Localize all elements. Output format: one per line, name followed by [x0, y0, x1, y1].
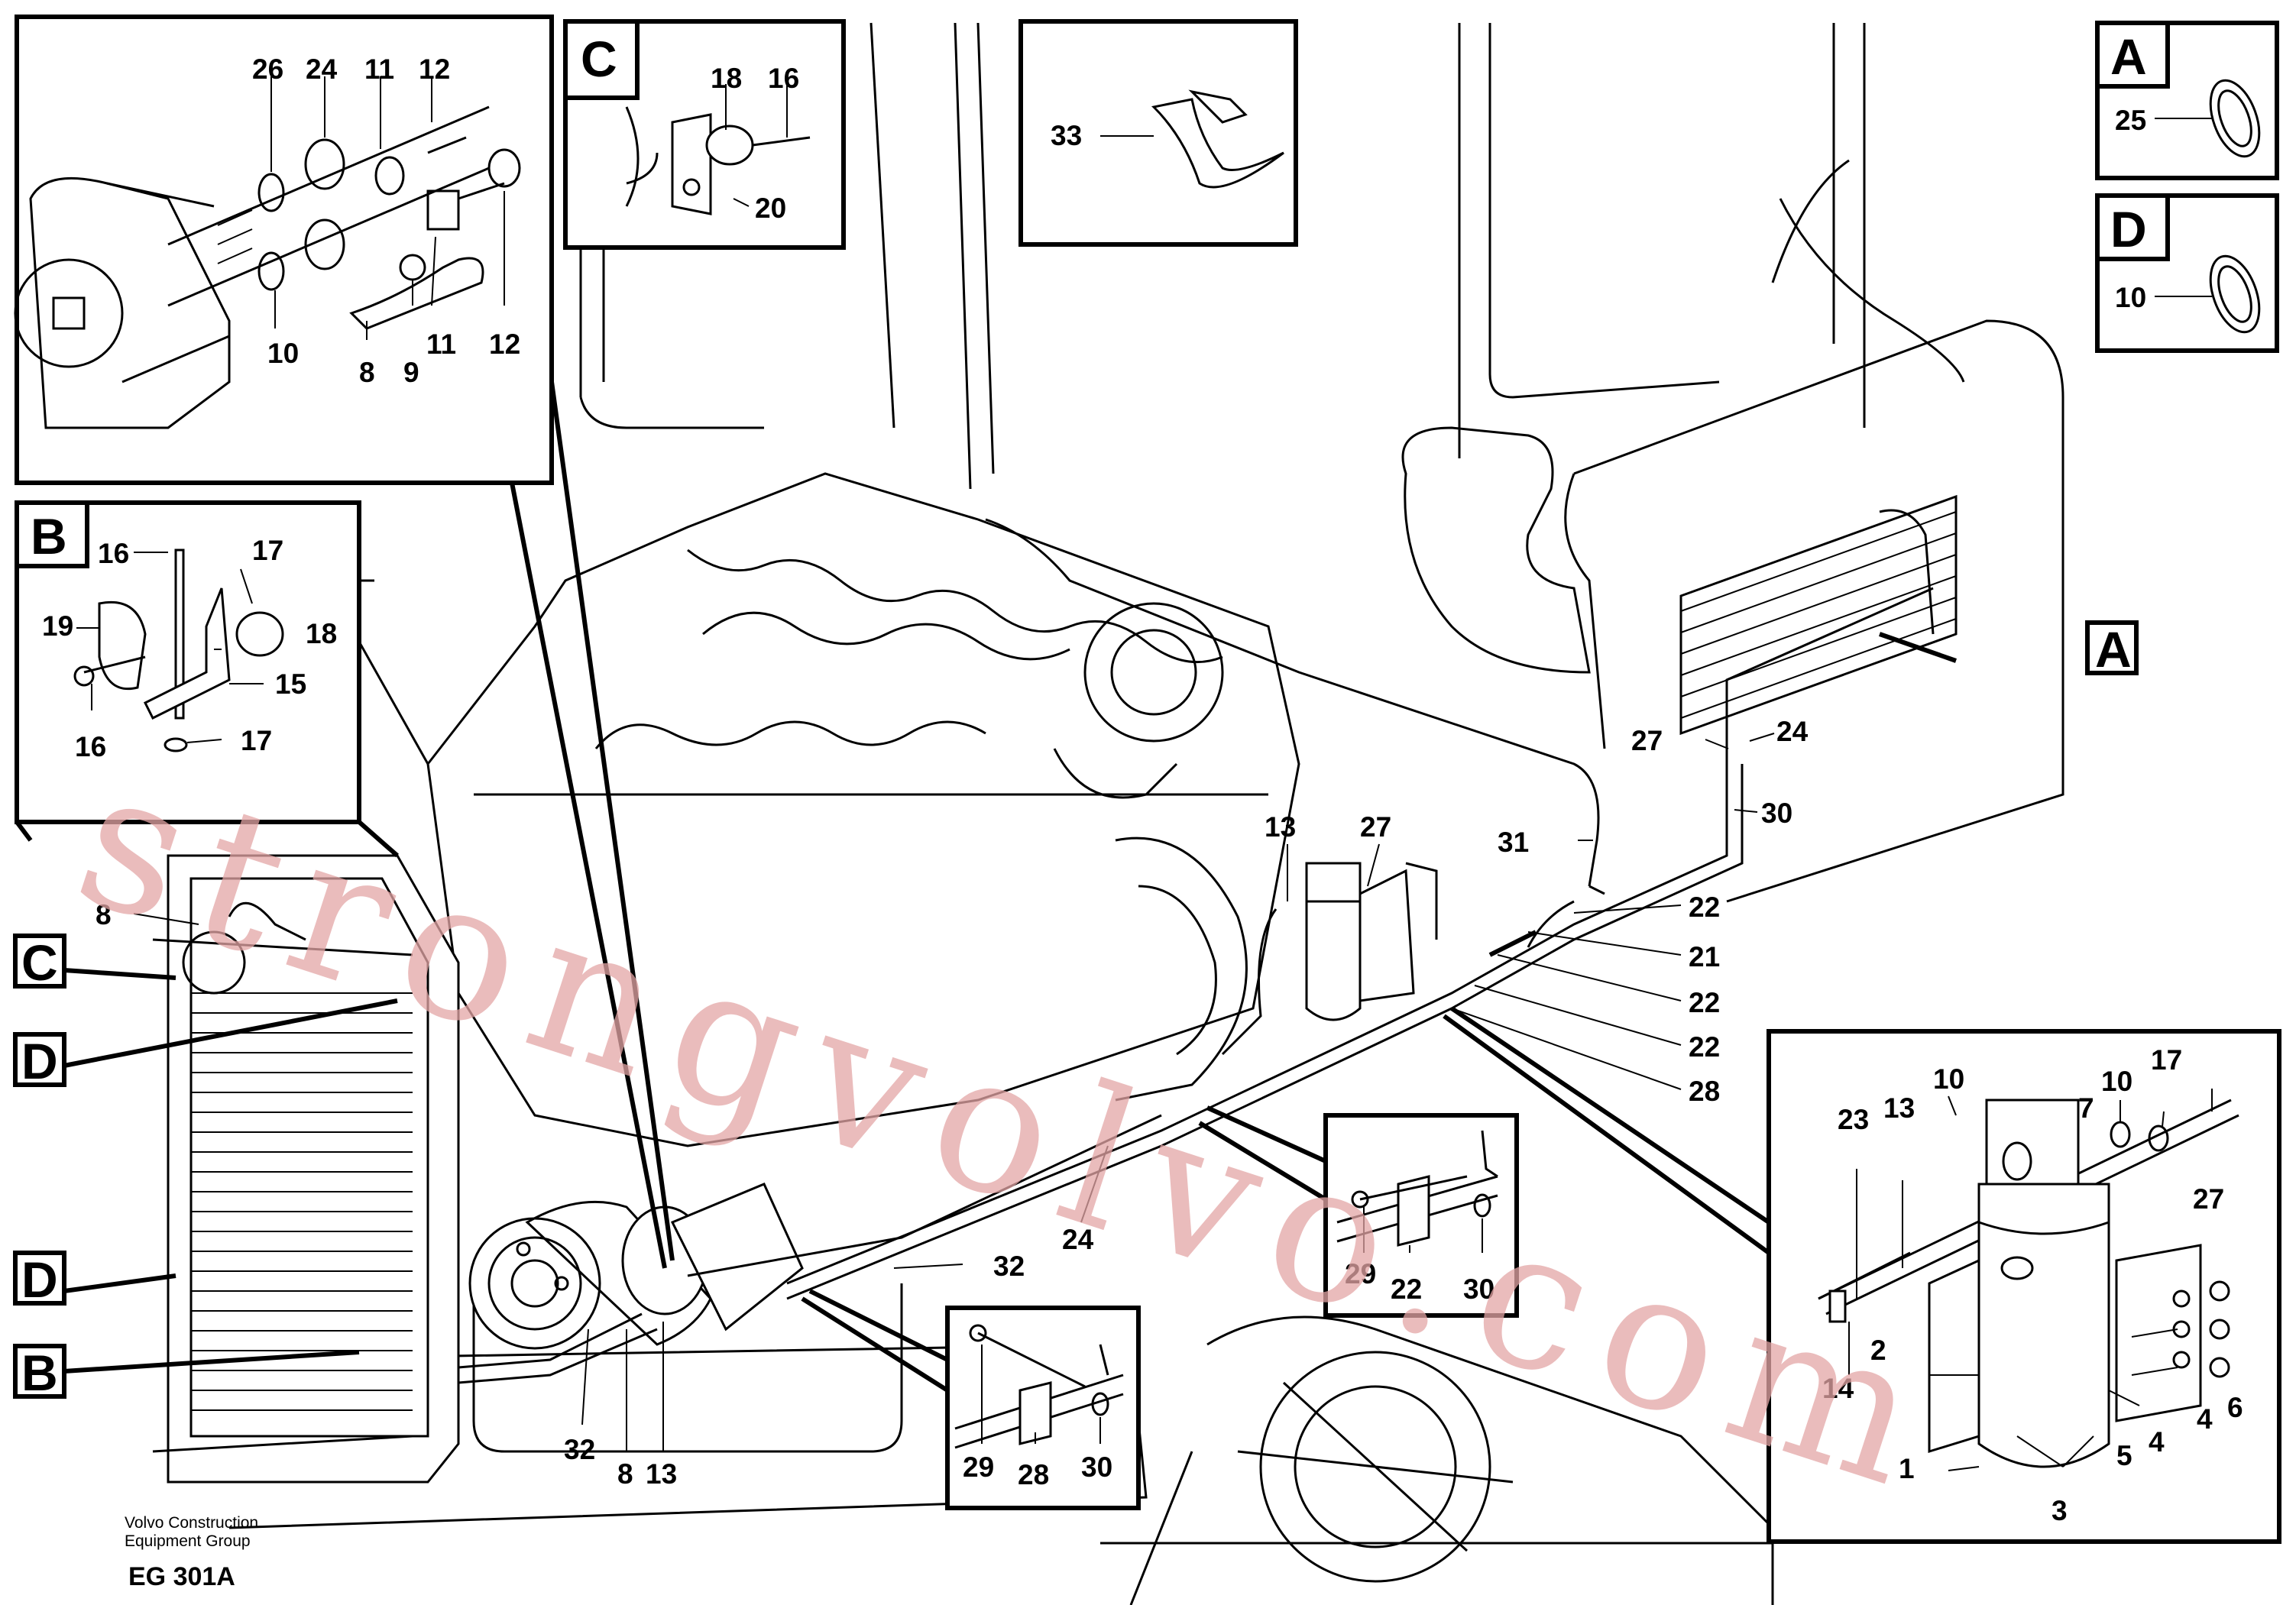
rcv-1: 1: [1899, 1453, 1915, 1484]
c-16: 16: [768, 63, 799, 94]
main-27: 27: [1360, 811, 1391, 843]
rcv-2: 2: [1870, 1335, 1886, 1366]
b-18: 18: [306, 618, 337, 649]
main-13: 13: [1265, 811, 1296, 843]
main-24b: 24: [1062, 1224, 1094, 1255]
receiver-drier: [1305, 862, 1415, 1021]
low-28: 28: [1018, 1459, 1049, 1490]
evaporator: [1679, 494, 1958, 764]
mid-30: 30: [1463, 1273, 1495, 1305]
detail-mid-clamp: [1323, 1113, 1519, 1318]
ref-b: B: [21, 1345, 58, 1401]
b-17: 17: [252, 535, 283, 566]
tl-10: 10: [267, 338, 299, 369]
c-20: 20: [755, 193, 786, 224]
detail-box-b: [15, 500, 361, 824]
ref-d-2: D: [21, 1251, 58, 1308]
main-31: 31: [1498, 827, 1529, 858]
box-b-letter: B: [31, 508, 67, 565]
rcv-14: 14: [1822, 1373, 1854, 1404]
main-32b: 32: [564, 1434, 595, 1465]
box-d-letter: D: [2110, 201, 2147, 257]
rcv-13: 13: [1883, 1092, 1915, 1124]
b-19: 19: [42, 610, 73, 642]
detail-box-a: [2095, 21, 2279, 180]
detail-low-clamp: [945, 1306, 1141, 1510]
main-30: 30: [1761, 798, 1792, 829]
low-30: 30: [1081, 1451, 1112, 1483]
ref-c: C: [21, 934, 58, 991]
condenser-fins: [191, 992, 413, 1411]
footer-company-1: Volvo Construction: [125, 1514, 258, 1532]
b-16b: 16: [75, 731, 106, 762]
low-29: 29: [963, 1451, 994, 1483]
detail-box-clip: [1018, 19, 1298, 247]
rcv-17: 17: [2151, 1044, 2182, 1076]
tl-12: 12: [419, 53, 450, 85]
tl-11: 11: [364, 53, 394, 85]
rcv-23: 23: [1838, 1104, 1869, 1135]
tl-9: 9: [403, 357, 419, 388]
machine-line-art: [29, 22, 2064, 1605]
main-21: 21: [1689, 941, 1720, 972]
callout-arrows: [15, 381, 1957, 1393]
a-25: 25: [2115, 105, 2146, 136]
rcv-4: 4: [2149, 1426, 2165, 1458]
tl-11b: 11: [426, 328, 456, 360]
rcv-5: 5: [2116, 1440, 2132, 1471]
evaporator-fin: [1680, 532, 1957, 633]
rcv-27: 27: [2193, 1183, 2224, 1215]
main-13b: 13: [646, 1458, 677, 1490]
condenser: [152, 854, 460, 1484]
tl-26: 26: [252, 53, 283, 85]
d-10: 10: [2115, 282, 2146, 313]
detail-box-d-top: [2095, 193, 2279, 353]
evaporator-fins: [1680, 511, 1957, 719]
b-16: 16: [98, 538, 129, 569]
ref-a: A: [2095, 621, 2132, 678]
main-28: 28: [1689, 1076, 1720, 1107]
mid-29: 29: [1345, 1258, 1376, 1290]
side-reference-boxes: [13, 620, 2139, 1399]
detail-top-left: [14, 15, 554, 485]
main-32: 32: [993, 1251, 1025, 1282]
main-22: 22: [1689, 891, 1720, 923]
main-22c: 22: [1689, 1031, 1720, 1063]
main-8: 8: [96, 899, 112, 930]
rcv-10b: 10: [2101, 1066, 2132, 1097]
evaporator-fin: [1680, 554, 1957, 655]
compressor: [468, 1183, 804, 1350]
c-18: 18: [711, 63, 742, 94]
main-27b: 27: [1631, 725, 1663, 756]
rcv-10: 10: [1933, 1063, 1964, 1095]
footer-company-2: Equipment Group: [125, 1532, 251, 1550]
rcv-6: 6: [2227, 1392, 2243, 1423]
tl-8: 8: [359, 357, 375, 388]
mid-22: 22: [1391, 1273, 1422, 1305]
evaporator-fin: [1680, 575, 1957, 676]
rcv-4b: 4: [2197, 1403, 2213, 1435]
main-leader-lines: [133, 733, 1775, 1451]
b-17b: 17: [241, 725, 272, 756]
ref-d: D: [21, 1033, 58, 1089]
evaporator-fin: [1680, 511, 1957, 612]
detail-box-c: [563, 19, 846, 250]
rcv-7: 7: [2078, 1092, 2094, 1124]
b-15: 15: [275, 668, 306, 700]
tl-24: 24: [306, 53, 338, 85]
box-a-letter: A: [2110, 28, 2147, 85]
detail-receiver: [1767, 1029, 2281, 1544]
rcv-3: 3: [2052, 1495, 2068, 1526]
footer-code: EG 301A: [128, 1562, 235, 1591]
main-8b: 8: [617, 1458, 633, 1490]
clip-33: 33: [1051, 120, 1082, 151]
box-c-letter: C: [581, 31, 617, 87]
tl-12b: 12: [489, 328, 520, 360]
main-24: 24: [1776, 716, 1809, 747]
main-22b: 22: [1689, 987, 1720, 1018]
